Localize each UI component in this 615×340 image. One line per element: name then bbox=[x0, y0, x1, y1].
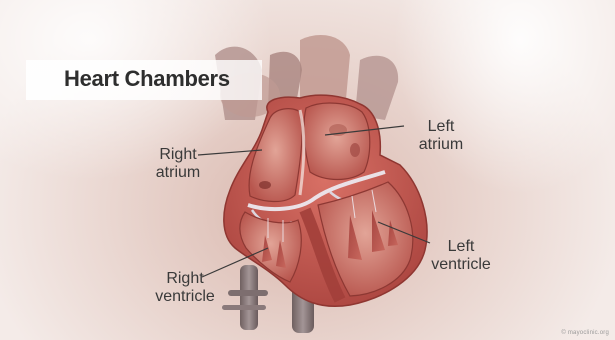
label-right-ventricle-line2: ventricle bbox=[140, 288, 230, 306]
label-right-ventricle: Right ventricle bbox=[140, 270, 230, 306]
label-right-atrium: Right atrium bbox=[148, 146, 208, 182]
image-credit: © mayoclinic.org bbox=[561, 330, 609, 336]
label-left-ventricle: Left ventricle bbox=[416, 238, 506, 274]
label-left-atrium: Left atrium bbox=[406, 118, 476, 154]
label-right-atrium-line1: Right bbox=[148, 146, 208, 164]
left-atrium-chamber bbox=[304, 103, 370, 179]
right-atrium-chamber bbox=[249, 109, 302, 202]
label-right-atrium-line2: atrium bbox=[148, 164, 208, 182]
label-left-atrium-line1: Left bbox=[406, 118, 476, 136]
label-left-ventricle-line1: Left bbox=[416, 238, 506, 256]
label-left-ventricle-line2: ventricle bbox=[416, 256, 506, 274]
label-left-atrium-line2: atrium bbox=[406, 136, 476, 154]
diagram-title: Heart Chambers bbox=[64, 66, 230, 92]
label-right-ventricle-line1: Right bbox=[140, 270, 230, 288]
